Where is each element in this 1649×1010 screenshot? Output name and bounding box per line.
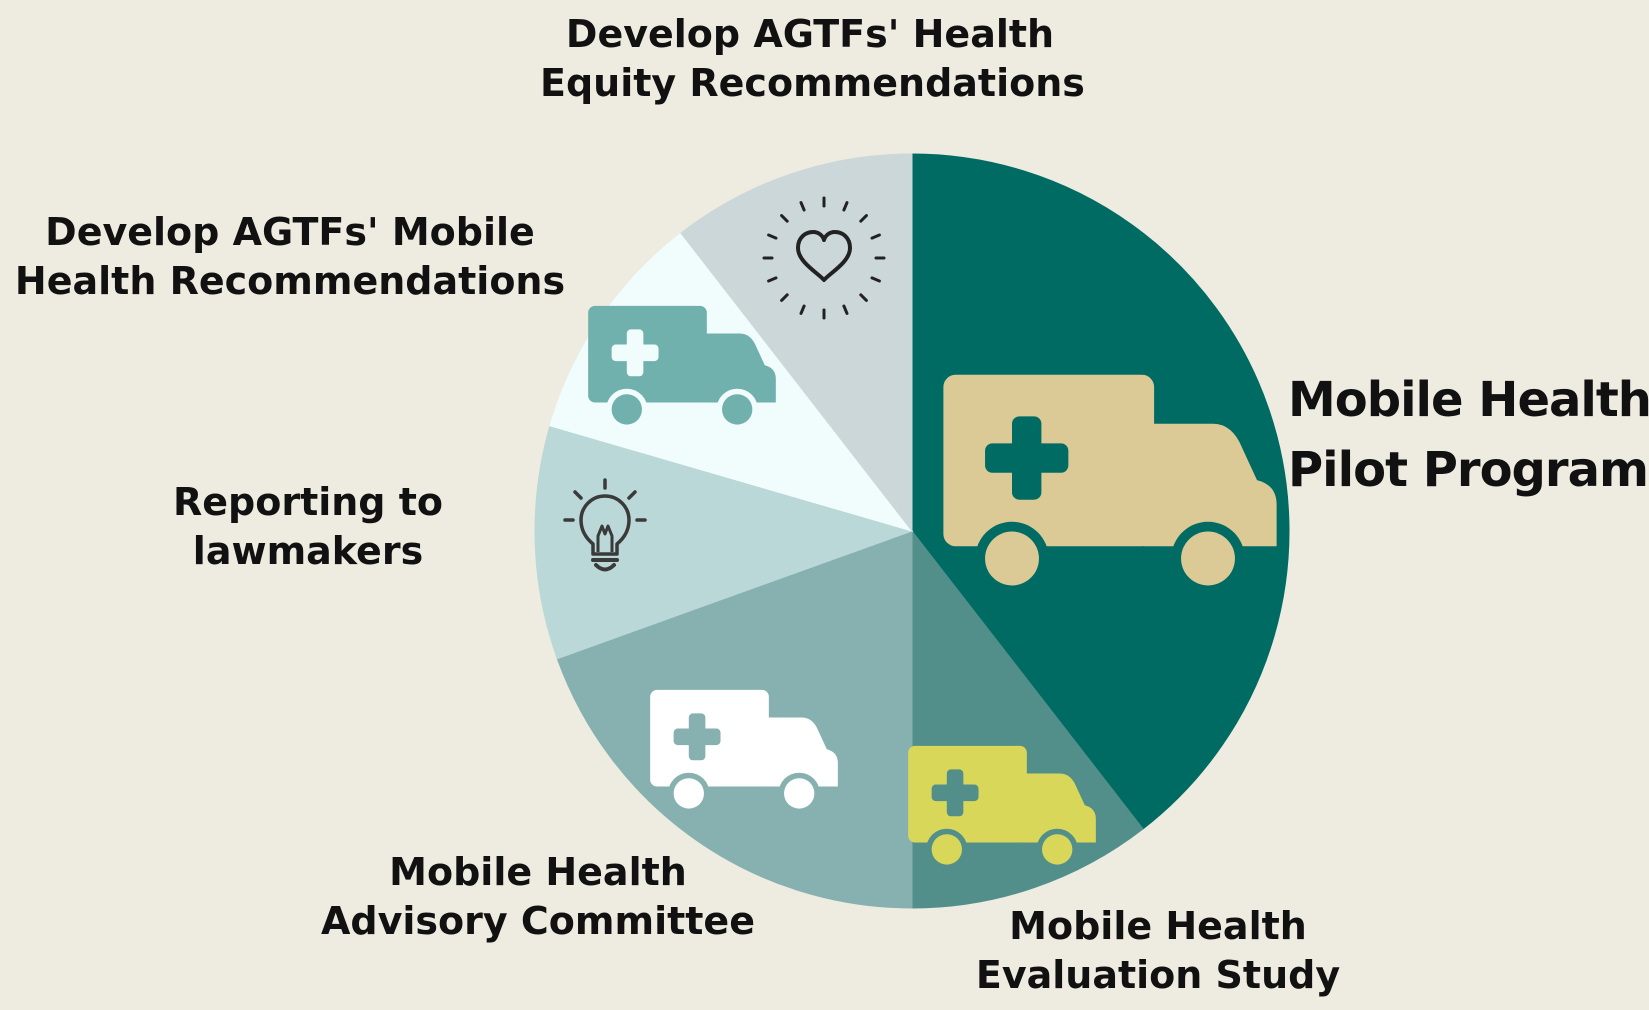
slice-label-line: Mobile Health [1288, 372, 1649, 428]
heart-ray [842, 304, 849, 315]
ambulance-icon [943, 374, 1277, 596]
slice-label-develop-mobile-health-recommendations: Develop AGTFs' Mobile Health Recommendat… [10, 208, 570, 307]
slice-label-line: lawmakers [192, 529, 424, 574]
bulb-ray [627, 490, 637, 500]
heart-ray [870, 233, 881, 240]
heart-ray [870, 276, 881, 283]
heart-ray [842, 201, 849, 212]
ambulance-cab [701, 333, 776, 403]
slice-label-line: Mobile Health [1009, 904, 1307, 948]
heart-ray [780, 214, 789, 223]
ambulance-wheel [1042, 834, 1073, 865]
ambulance-icon [588, 305, 776, 431]
bulb-filament [596, 524, 614, 552]
slice-label-line: Equity Recommendations [540, 61, 1085, 106]
pie-slice [680, 153, 913, 533]
slice-label-reporting-to-lawmakers: Reporting to lawmakers [158, 478, 458, 577]
slice-label-mobile-health-advisory-committee: Mobile Health Advisory Committee [308, 848, 768, 947]
ambulance-wheel [611, 394, 642, 425]
ambulance-icon [650, 689, 838, 815]
heart-ray [780, 293, 789, 302]
ambulance-cross [985, 443, 1069, 473]
heart-icon [762, 196, 886, 320]
heart-ray [767, 276, 778, 283]
ambulance-cab [763, 717, 838, 787]
ambulance-wheel [985, 531, 1039, 586]
heart-ray [799, 304, 806, 315]
slice-label-mobile-health-pilot-program: Mobile Health Pilot Program [1288, 366, 1649, 505]
slice-label-line: Mobile Health [389, 850, 687, 894]
ambulance-wheel [1181, 531, 1235, 586]
ambulance-icon [908, 745, 1096, 871]
ambulance-cross [673, 728, 721, 746]
slice-label-line: Advisory Committee [321, 899, 755, 944]
lightbulb-icon [563, 478, 647, 572]
heart-ray [859, 214, 868, 223]
heart-ray [767, 233, 778, 240]
ambulance-cab [1021, 773, 1096, 843]
ambulance-wheel [784, 778, 815, 809]
slice-label-line: Reporting to [172, 480, 444, 524]
bulb-glass [579, 494, 631, 556]
ambulance-cross [931, 784, 979, 802]
heart-ray [799, 201, 806, 212]
heart-ray [859, 293, 868, 302]
bulb-tip [594, 563, 616, 572]
pie-slice [534, 425, 914, 660]
slice-label-develop-health-equity-recommendations: Develop AGTFs' Health Equity Recommendat… [540, 10, 1085, 109]
slice-label-line: Develop AGTFs' Mobile [45, 210, 535, 254]
bulb-ray [573, 490, 583, 500]
ambulance-cab [1144, 423, 1277, 547]
slice-label-line: Develop AGTFs' Health [565, 12, 1055, 56]
slice-label-line: Pilot Program [1288, 441, 1649, 498]
ambulance-cross [611, 344, 659, 362]
slice-label-line: Evaluation Study [975, 953, 1341, 998]
slice-label-mobile-health-evaluation-study: Mobile Health Evaluation Study [958, 902, 1358, 1001]
slice-label-line: Health Recommendations [14, 259, 566, 304]
ambulance-wheel [722, 394, 753, 425]
ambulance-wheel [673, 778, 704, 809]
heart-shape [796, 230, 852, 282]
ambulance-wheel [931, 834, 962, 865]
